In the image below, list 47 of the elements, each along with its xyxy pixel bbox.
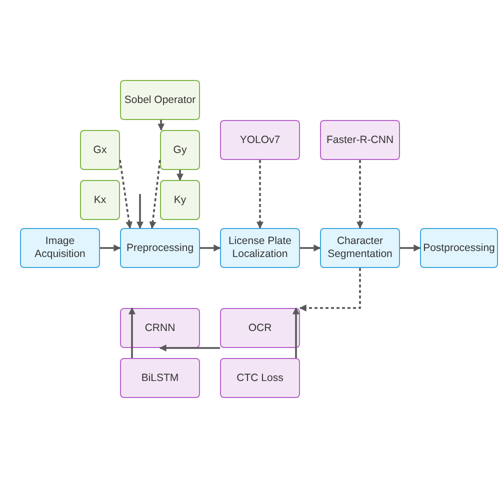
process-box xyxy=(420,228,498,268)
process-box xyxy=(20,228,100,268)
process-box xyxy=(220,228,300,268)
process-box xyxy=(320,228,400,268)
process-box xyxy=(120,80,200,120)
node-label: Gx xyxy=(93,144,107,156)
dashed-arrow xyxy=(299,268,361,312)
process-box xyxy=(160,180,200,220)
dashed-arrow xyxy=(256,160,264,229)
arrow xyxy=(136,194,144,229)
process-box xyxy=(320,120,400,160)
node-label: Sobel Operator xyxy=(124,94,196,106)
arrow xyxy=(128,307,136,358)
node-label: CRNN xyxy=(144,322,176,334)
node-label: YOLOv7 xyxy=(240,134,280,146)
process-box xyxy=(120,308,200,348)
node-label: Kx xyxy=(94,194,106,206)
arrow xyxy=(100,244,121,252)
arrow xyxy=(300,244,321,252)
dashed-arrow xyxy=(149,160,161,229)
node-label: Image Acquisition xyxy=(34,235,86,261)
node-label: Gy xyxy=(173,144,187,156)
dashed-arrow xyxy=(119,160,133,229)
process-box xyxy=(220,120,300,160)
node-label: Character Segmentation xyxy=(326,235,394,261)
node-label: Faster-R-CNN xyxy=(326,134,394,146)
dashed-arrow xyxy=(356,160,364,229)
node-label: Postprocessing xyxy=(423,242,495,254)
node-label: License Plate Localization xyxy=(227,235,293,261)
process-box xyxy=(80,130,120,170)
process-box xyxy=(120,228,200,268)
arrow xyxy=(292,307,300,358)
process-box xyxy=(220,308,300,348)
process-box xyxy=(160,130,200,170)
process-box xyxy=(120,358,200,398)
arrow xyxy=(176,170,184,181)
node-label: Ky xyxy=(174,194,186,206)
node-label: BiLSTM xyxy=(141,372,179,384)
arrow xyxy=(200,244,221,252)
arrow xyxy=(400,244,421,252)
process-box xyxy=(220,358,300,398)
arrow xyxy=(159,344,220,352)
arrow xyxy=(158,120,165,131)
node-label: OCR xyxy=(248,322,272,334)
node-label: Preprocessing xyxy=(126,242,194,254)
process-box xyxy=(80,180,120,220)
node-label: CTC Loss xyxy=(236,372,284,384)
